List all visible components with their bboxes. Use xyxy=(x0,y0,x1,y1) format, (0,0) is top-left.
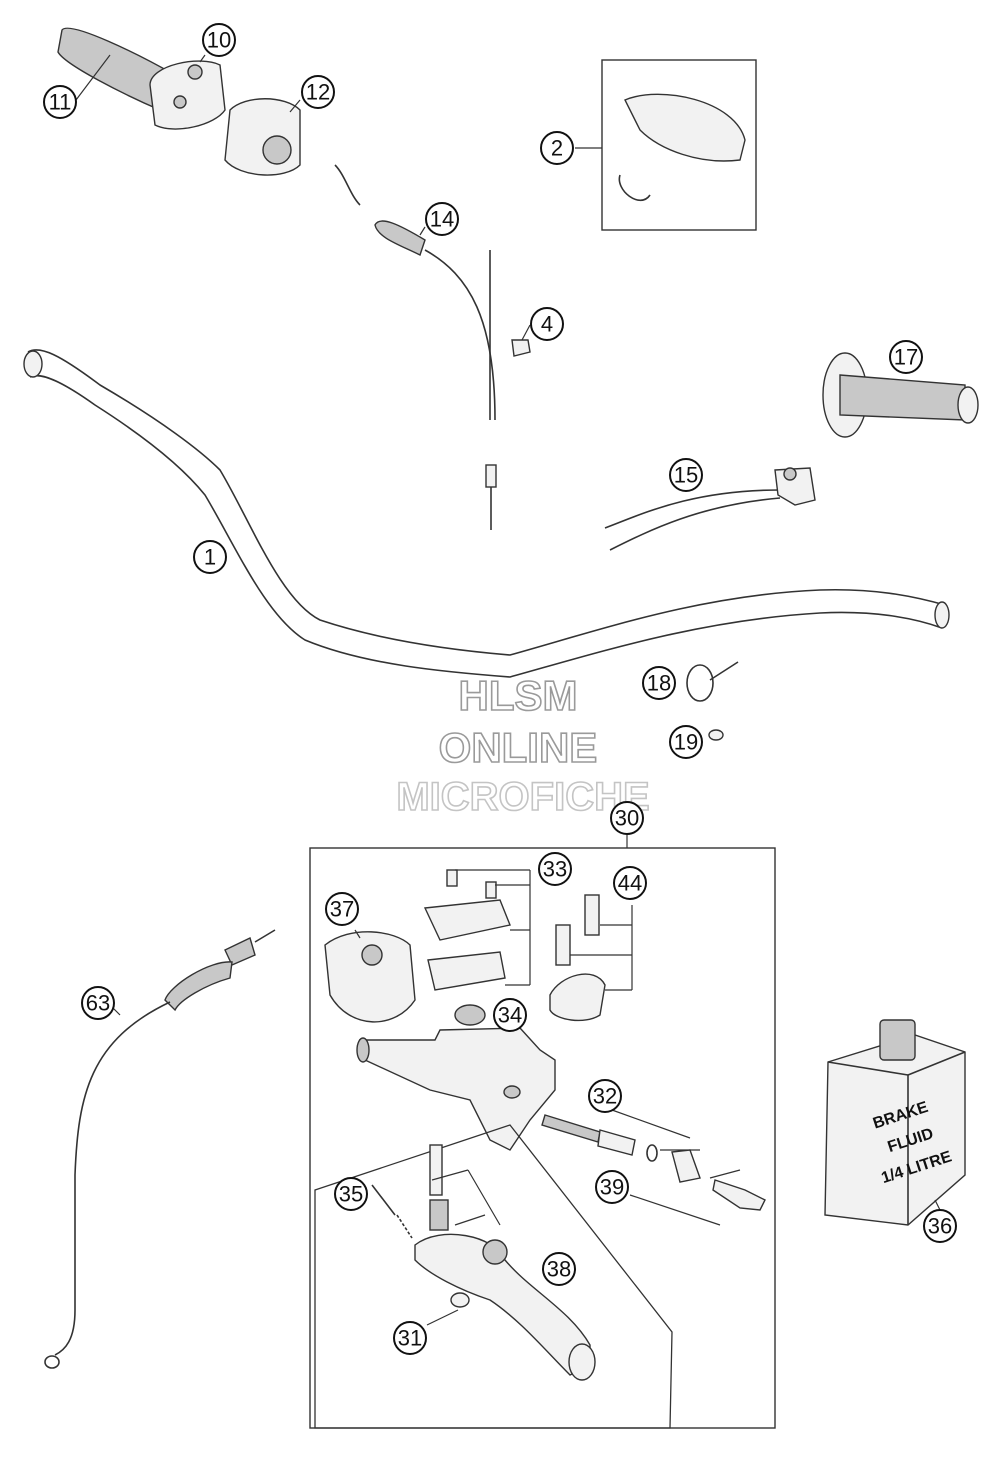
callout-1: 1 xyxy=(193,540,227,574)
callout-2-label: 2 xyxy=(551,136,563,161)
kill-switch xyxy=(604,467,816,551)
throttle-cover xyxy=(224,98,301,176)
callout-39: 39 xyxy=(595,1170,629,1204)
watermark-line-3: MICROFICHE xyxy=(396,775,649,819)
reservoir-cover-screws xyxy=(446,869,531,986)
cable-tie xyxy=(686,661,739,702)
callout-2: 2 xyxy=(540,131,574,165)
watermark: HLSM ONLINE MICROFICHE xyxy=(396,671,651,820)
callout-11: 11 xyxy=(43,85,77,119)
callout-37-label: 37 xyxy=(330,897,354,922)
callout-44: 44 xyxy=(613,866,647,900)
callout-37: 37 xyxy=(325,892,359,926)
callout-63: 63 xyxy=(81,986,115,1020)
throttle-housing xyxy=(149,60,226,130)
brake-fluid: BRAKE FLUID 1/4 LITRE xyxy=(824,1019,966,1226)
callout-14-label: 14 xyxy=(430,207,454,232)
callout-39-label: 39 xyxy=(600,1175,624,1200)
callout-11-label: 11 xyxy=(49,90,72,115)
piston-kit xyxy=(541,1109,700,1156)
reservoir-diaphragm xyxy=(454,1004,486,1026)
callout-19-label: 19 xyxy=(674,730,698,755)
callout-19: 19 xyxy=(669,725,703,759)
callout-32-label: 32 xyxy=(593,1084,617,1109)
callout-32: 32 xyxy=(588,1079,622,1113)
callout-30: 30 xyxy=(610,801,644,835)
callout-35-label: 35 xyxy=(339,1182,363,1207)
watermark-line-2: ONLINE xyxy=(439,724,598,771)
watermark-line-1: HLSM xyxy=(459,672,578,719)
callout-30-label: 30 xyxy=(615,806,639,831)
handlebar xyxy=(23,349,950,678)
callout-31-label: 31 xyxy=(398,1326,422,1351)
callout-15-label: 15 xyxy=(674,463,698,488)
callout-35: 35 xyxy=(334,1177,368,1211)
callout-38-label: 38 xyxy=(547,1257,571,1282)
callout-10: 10 xyxy=(202,23,236,57)
push-rod-boot xyxy=(629,1144,766,1226)
callout-18: 18 xyxy=(642,666,676,700)
callout-15: 15 xyxy=(669,458,703,492)
callout-4: 4 xyxy=(530,307,564,341)
callout-34: 34 xyxy=(493,998,527,1032)
callout-12: 12 xyxy=(301,75,335,109)
callout-44-label: 44 xyxy=(618,871,642,896)
callout-34-label: 34 xyxy=(498,1003,522,1028)
reservoir-cover xyxy=(423,899,511,991)
callout-31: 31 xyxy=(393,1321,427,1355)
callout-12-label: 12 xyxy=(306,80,330,105)
right-grip xyxy=(822,352,979,438)
clamp-bolts xyxy=(549,894,633,1022)
cable-adjuster-nut xyxy=(511,339,531,357)
brake-lever-assembly xyxy=(314,1124,673,1429)
master-cylinder-body xyxy=(356,1027,556,1151)
callout-33-label: 33 xyxy=(543,857,567,882)
callout-36-label: 36 xyxy=(928,1214,952,1239)
callout-36: 36 xyxy=(923,1209,957,1243)
handlebar-pad xyxy=(601,59,757,231)
callout-17-label: 17 xyxy=(894,345,918,370)
callout-33: 33 xyxy=(538,852,572,886)
callout-4-label: 4 xyxy=(541,312,553,337)
cap-nut xyxy=(708,729,724,741)
throttle-cable xyxy=(334,164,497,530)
callout-1-label: 1 xyxy=(204,545,216,570)
callout-17: 17 xyxy=(889,340,923,374)
callout-10-label: 10 xyxy=(207,28,231,53)
callout-38: 38 xyxy=(542,1252,576,1286)
callout-18-label: 18 xyxy=(647,671,671,696)
brake-line xyxy=(44,929,276,1369)
callout-63-label: 63 xyxy=(86,991,110,1016)
callout-14: 14 xyxy=(425,202,459,236)
lever-guard xyxy=(324,931,416,1023)
